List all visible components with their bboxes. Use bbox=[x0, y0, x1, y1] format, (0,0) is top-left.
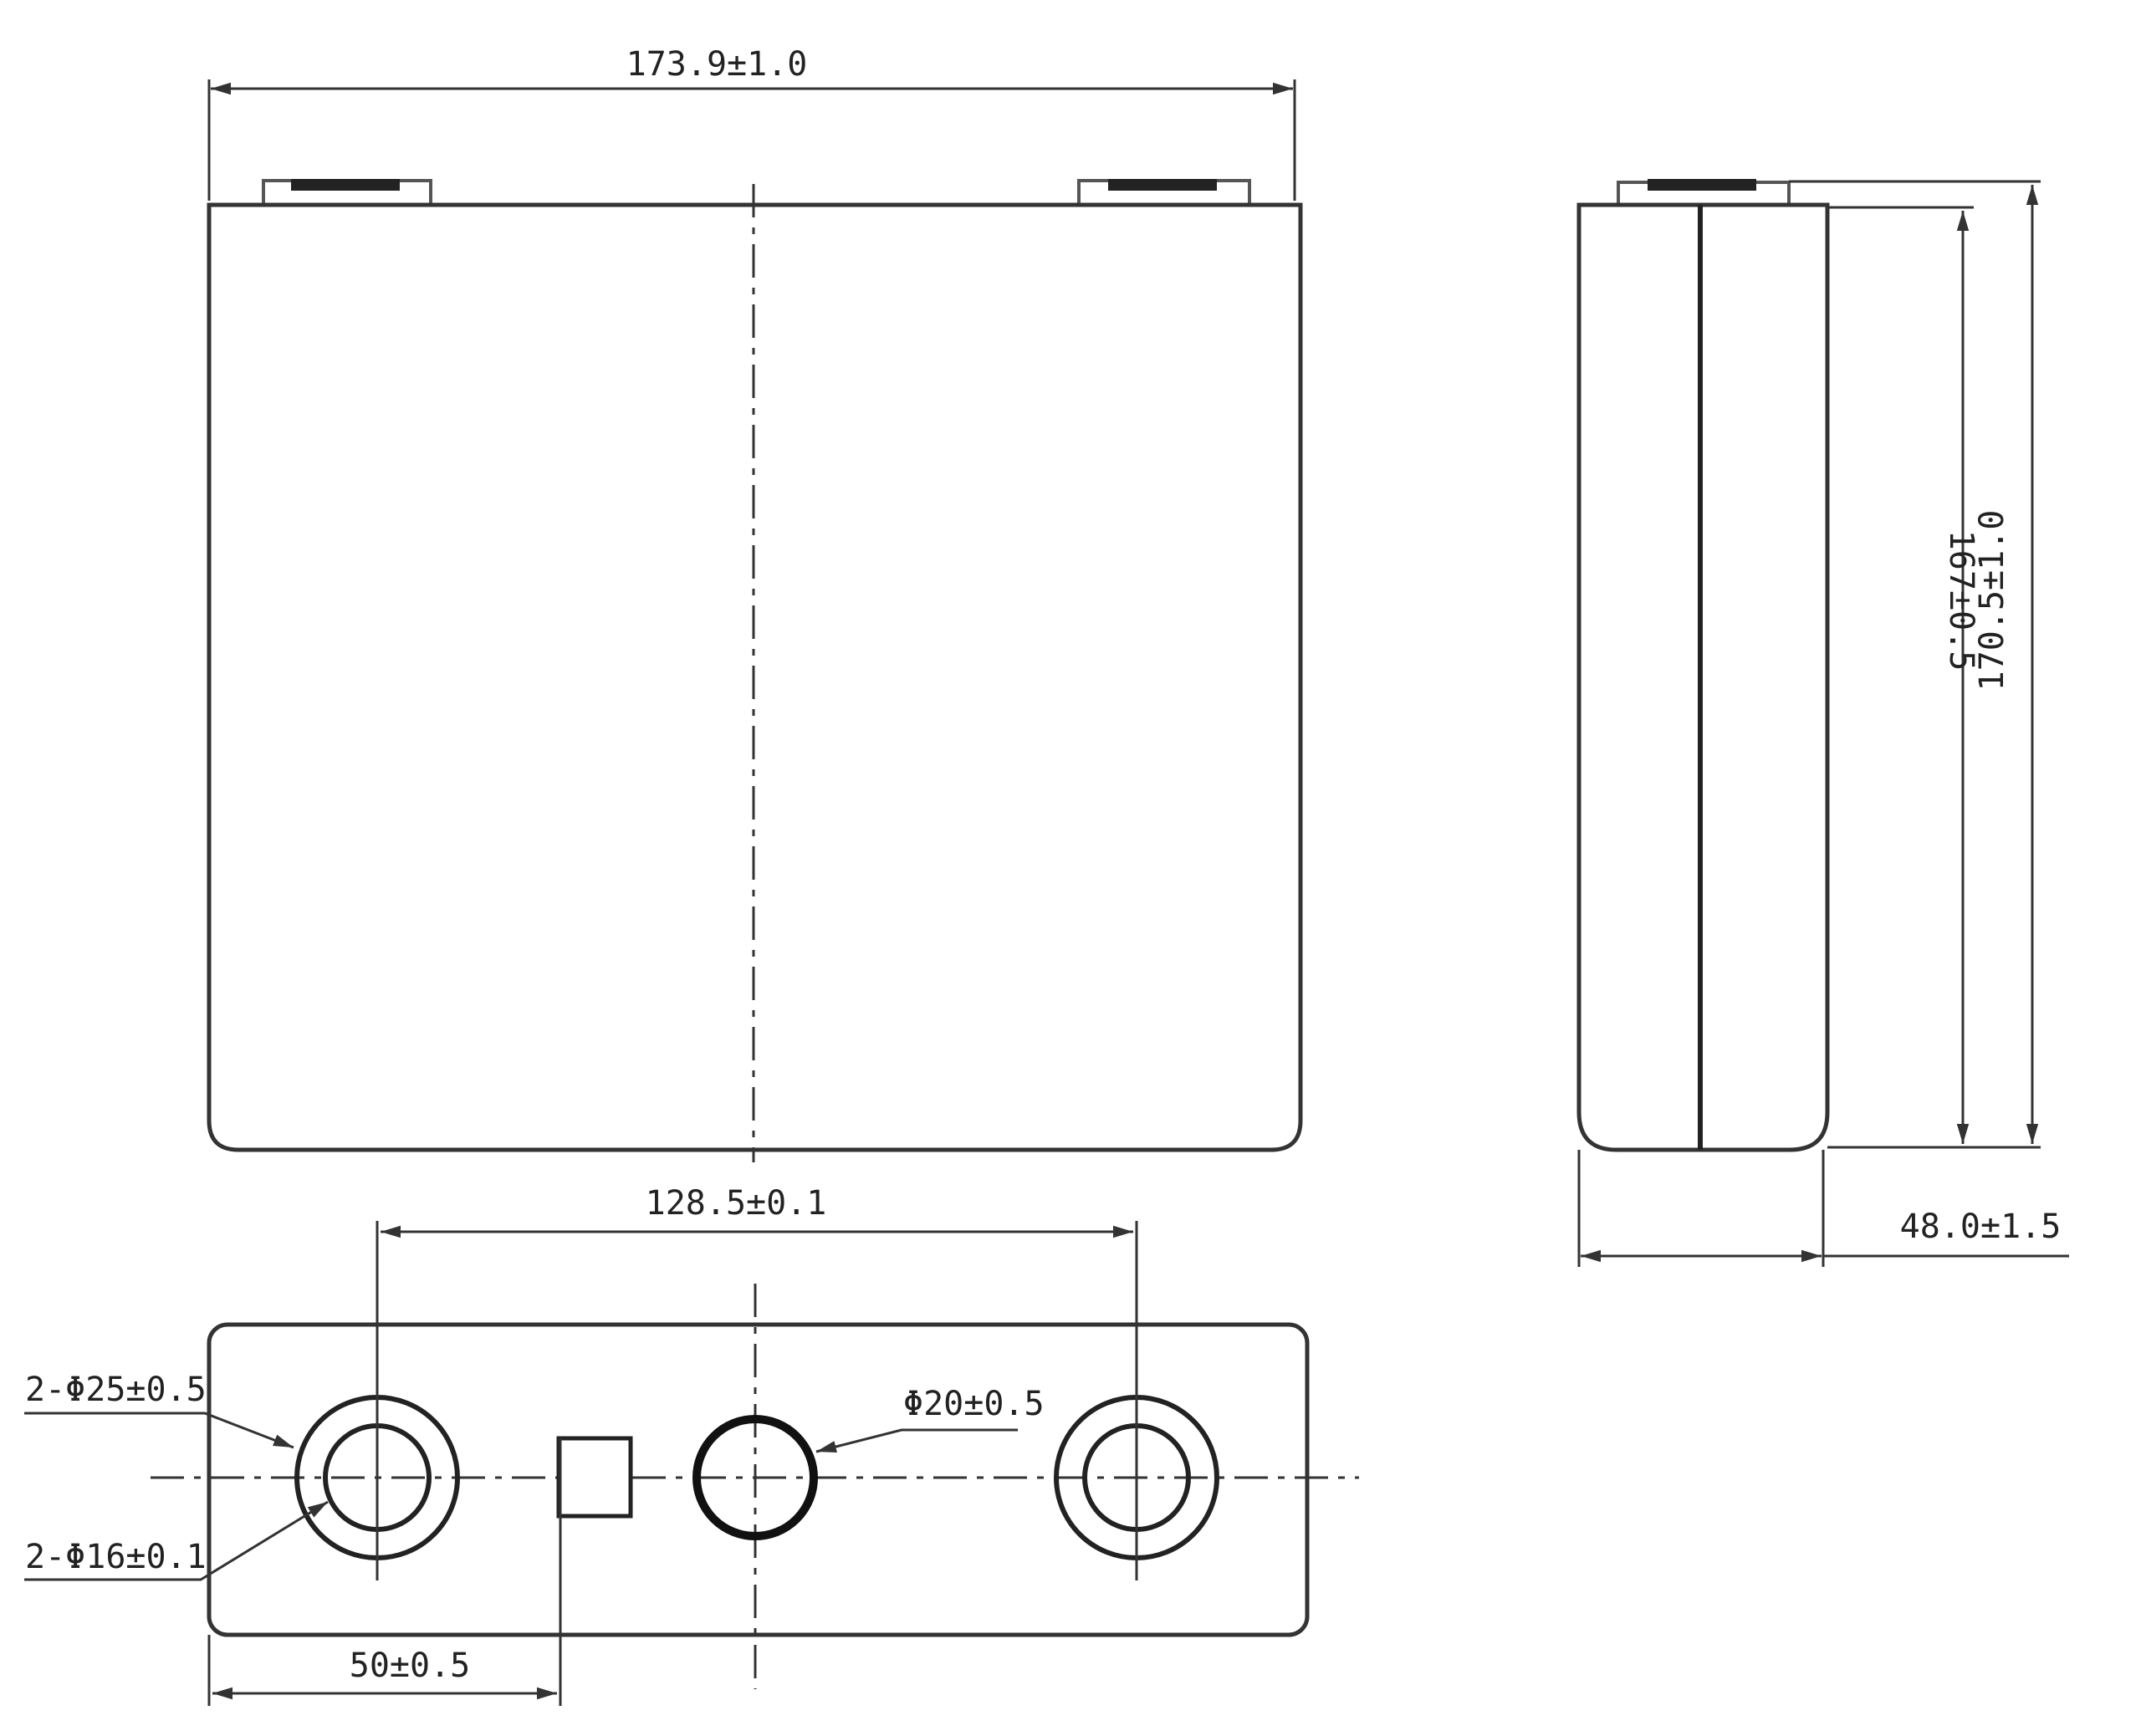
vent-dim-label: Φ20±0.5 bbox=[903, 1385, 1045, 1423]
side-terminal bbox=[1648, 179, 1756, 191]
cell-top-face bbox=[207, 1322, 1310, 1637]
side-view: 167±0.5 170.5±1.0 48.0±1.5 bbox=[1576, 179, 2069, 1267]
inner-hole-dim-label: 2-Φ16±0.1 bbox=[25, 1538, 207, 1576]
terminal-right bbox=[1108, 179, 1217, 191]
fill-port-square bbox=[556, 1436, 633, 1519]
total-height-dim-label: 170.5±1.0 bbox=[1973, 510, 2011, 692]
vent-leader bbox=[815, 1428, 1018, 1453]
front-view: 173.9±1.0 bbox=[207, 45, 1303, 1162]
terminal-left bbox=[291, 179, 400, 191]
offset-dim-label: 50±0.5 bbox=[350, 1647, 471, 1685]
safety-vent bbox=[692, 1415, 818, 1540]
outer-hole-leader bbox=[24, 1412, 294, 1449]
width-dim-label: 173.9±1.0 bbox=[626, 45, 808, 84]
thickness-dim-label: 48.0±1.5 bbox=[1900, 1208, 2062, 1246]
top-view: 128.5±0.1 50±0.5 2-Φ25±0.5 2-Φ16±0.1 Φ20… bbox=[24, 1184, 1359, 1706]
outer-hole-dim-label: 2-Φ25±0.5 bbox=[25, 1371, 207, 1409]
body-height-dim-label: 167±0.5 bbox=[1942, 530, 1980, 671]
cell-body-side bbox=[1576, 202, 1830, 1152]
spacing-dim-label: 128.5±0.1 bbox=[646, 1184, 827, 1223]
inner-hole-leader bbox=[24, 1500, 329, 1581]
